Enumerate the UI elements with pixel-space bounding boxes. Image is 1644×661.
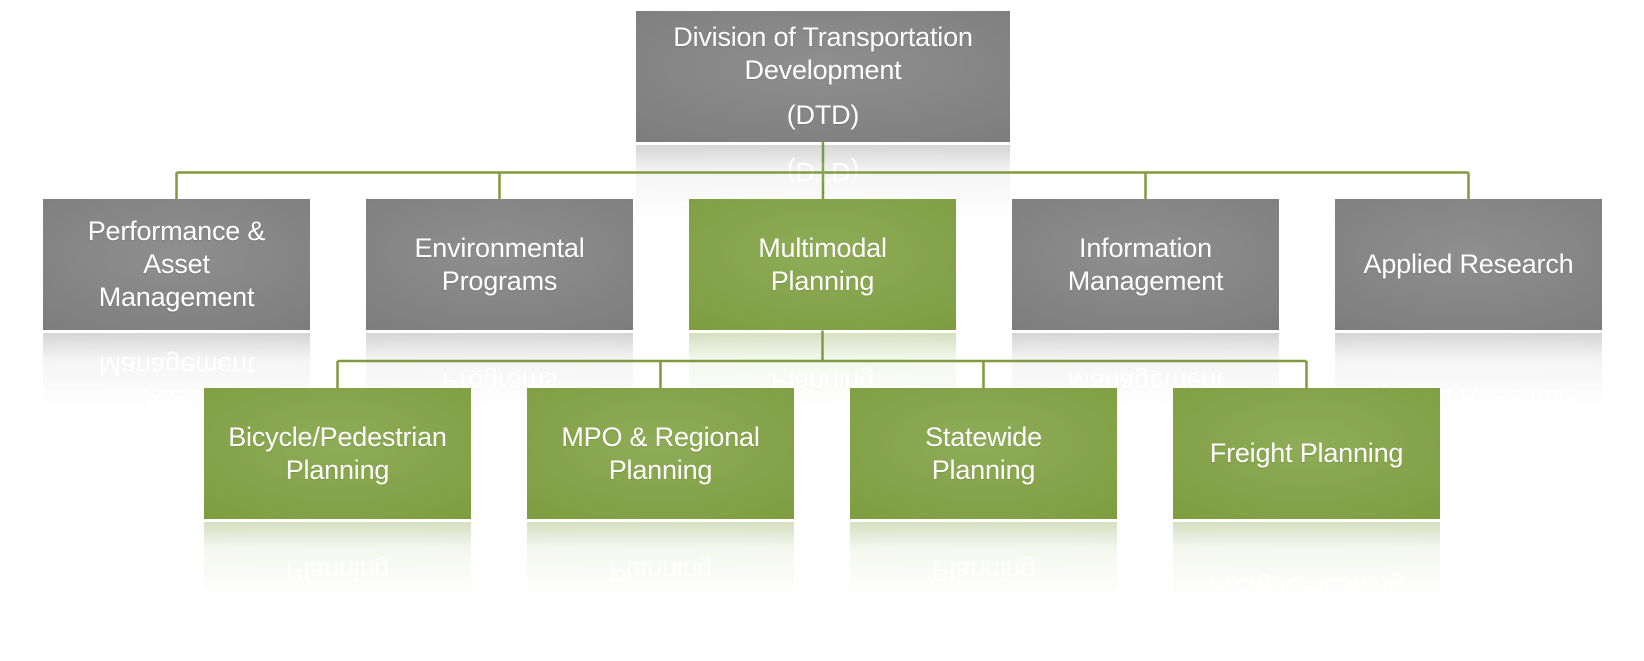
node-mpo-regional-planning: MPO & Regional Planning MPO & Regional P…	[527, 388, 794, 653]
node-label: Information Management	[1067, 232, 1224, 296]
node-label: Freight Planning	[1209, 572, 1404, 603]
node-label: Division of Transportation Development	[673, 21, 973, 85]
node-information-management: Information Management Information Manag…	[1012, 199, 1279, 464]
node-reflection: Statewide Planning	[850, 522, 1117, 653]
node-bicycle-pedestrian-planning: Bicycle/Pedestrian Planning Bicycle/Pede…	[204, 388, 471, 653]
connector-root-to-level2	[175, 141, 1470, 200]
node-reflection: Bicycle/Pedestrian Planning	[204, 522, 471, 653]
node-label: Statewide Planning	[925, 556, 1042, 620]
node-environmental-programs: Environmental Programs Environmental Pro…	[366, 199, 633, 464]
node-statewide-planning: Statewide Planning Statewide Planning	[850, 388, 1117, 653]
node-label: MPO & Regional Planning	[561, 556, 760, 620]
node-applied-research: Applied Research Applied Research	[1335, 199, 1602, 464]
node-performance-asset-management: Performance & Asset Management Performan…	[43, 199, 310, 464]
node-label: Applied Research	[1363, 249, 1574, 280]
node-label: Statewide Planning	[925, 421, 1042, 485]
node-reflection: MPO & Regional Planning	[527, 522, 794, 653]
node-label: Bicycle/Pedestrian Planning	[228, 421, 447, 485]
node-abbr-label: (DTD)	[786, 156, 860, 187]
node-label: Environmental Programs	[414, 232, 585, 296]
node-multimodal-planning: Multimodal Planning Multimodal Planning	[689, 199, 956, 464]
node-label: MPO & Regional Planning	[561, 421, 760, 485]
node-label: Multimodal Planning	[758, 232, 887, 296]
connector-multimodal-to-level3	[336, 330, 1308, 388]
node-freight-planning: Freight Planning Freight Planning	[1173, 388, 1440, 653]
node-label: Freight Planning	[1209, 438, 1404, 469]
node-label: Performance & Asset Management	[87, 216, 266, 312]
node-label: Bicycle/Pedestrian Planning	[228, 556, 447, 620]
node-division-of-transportation-development: Division of Transportation Development (…	[636, 11, 1010, 276]
node-reflection: Freight Planning	[1173, 522, 1440, 653]
node-abbr-label: (DTD)	[786, 100, 860, 131]
